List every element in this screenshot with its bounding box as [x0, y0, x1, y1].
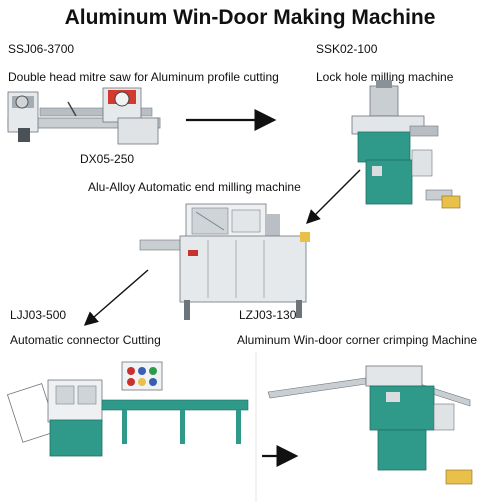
page-title: Aluminum Win-Door Making Machine — [64, 6, 436, 29]
machine-4-name: Automatic connector Cutting — [10, 333, 161, 347]
machine-1-name: Double head mitre saw for Aluminum profi… — [8, 70, 279, 84]
arrow-lockhole-to-endmilling — [306, 169, 361, 224]
machine-2-name: Lock hole milling machine — [316, 70, 454, 84]
machine-3-model: DX05-250 — [80, 152, 135, 166]
machine-1-model: SSJ06-3700 — [8, 42, 75, 56]
machine-5-model: LZJ03-130 — [239, 308, 297, 322]
corner-crimping-machine-image — [267, 365, 473, 485]
connector-cutting-machine-image — [6, 361, 249, 457]
end-milling-machine-image — [139, 203, 310, 320]
machine-5-name: Aluminum Win-door corner crimping Machin… — [237, 333, 478, 347]
machine-2-model: SSK02-100 — [316, 42, 378, 56]
machine-4-model: LJJ03-500 — [10, 308, 67, 322]
mitre-saw-machine-image — [7, 87, 161, 145]
machine-3-name: Alu-Alloy Automatic end milling machine — [88, 180, 301, 194]
arrow-endmilling-to-connector — [83, 269, 149, 326]
lock-hole-milling-machine-image — [351, 80, 461, 209]
